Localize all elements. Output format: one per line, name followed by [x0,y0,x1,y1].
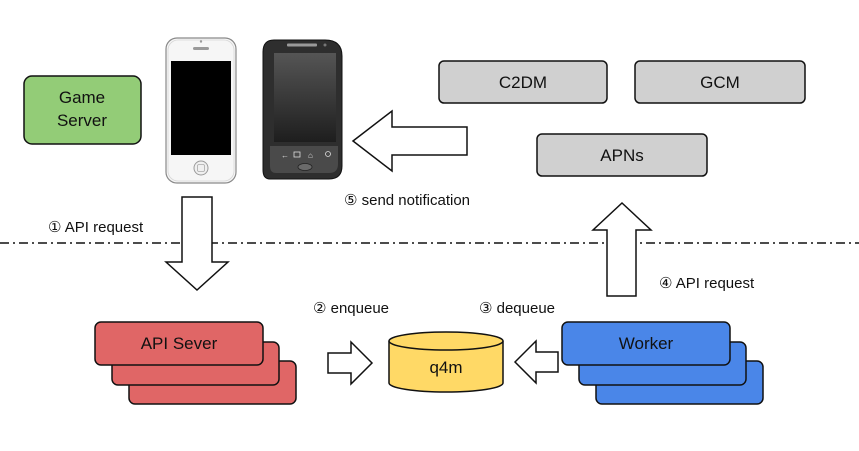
game-server-label-line1: Game [59,88,105,107]
worker-label: Worker [619,334,674,353]
send-notification-arrow [351,109,468,173]
enqueue-arrow [327,340,374,386]
api-request-2-label: ④ API request [659,275,755,292]
queue-label: q4m [429,358,462,377]
c2dm-label: C2DM [499,73,547,92]
apns-label: APNs [600,146,643,165]
svg-text:⌂: ⌂ [308,151,313,160]
queue-cylinder: q4m [388,331,504,393]
dequeue-arrow [513,339,559,385]
api-request-1-label: ① API request [48,219,144,236]
api-request-up-arrow [591,201,653,297]
enqueue-label: ② enqueue [313,300,389,317]
svg-text:←: ← [281,151,289,160]
api-server-node: API Sever [94,321,297,405]
apns-node: APNs [536,133,708,177]
game-server-label-line2: Server [57,111,107,130]
gcm-node: GCM [634,60,806,104]
game-server-node: Game Server [23,75,142,145]
dequeue-label: ③ dequeue [479,300,555,317]
api-server-label: API Sever [141,334,218,353]
send-notification-label: ⑤ send notification [344,192,470,209]
gcm-label: GCM [700,73,740,92]
iphone-icon [165,37,237,184]
worker-node: Worker [561,321,764,405]
c2dm-node: C2DM [438,60,608,104]
android-phone-icon: ← ⌂ [262,39,343,180]
api-request-down-arrow [164,196,230,292]
